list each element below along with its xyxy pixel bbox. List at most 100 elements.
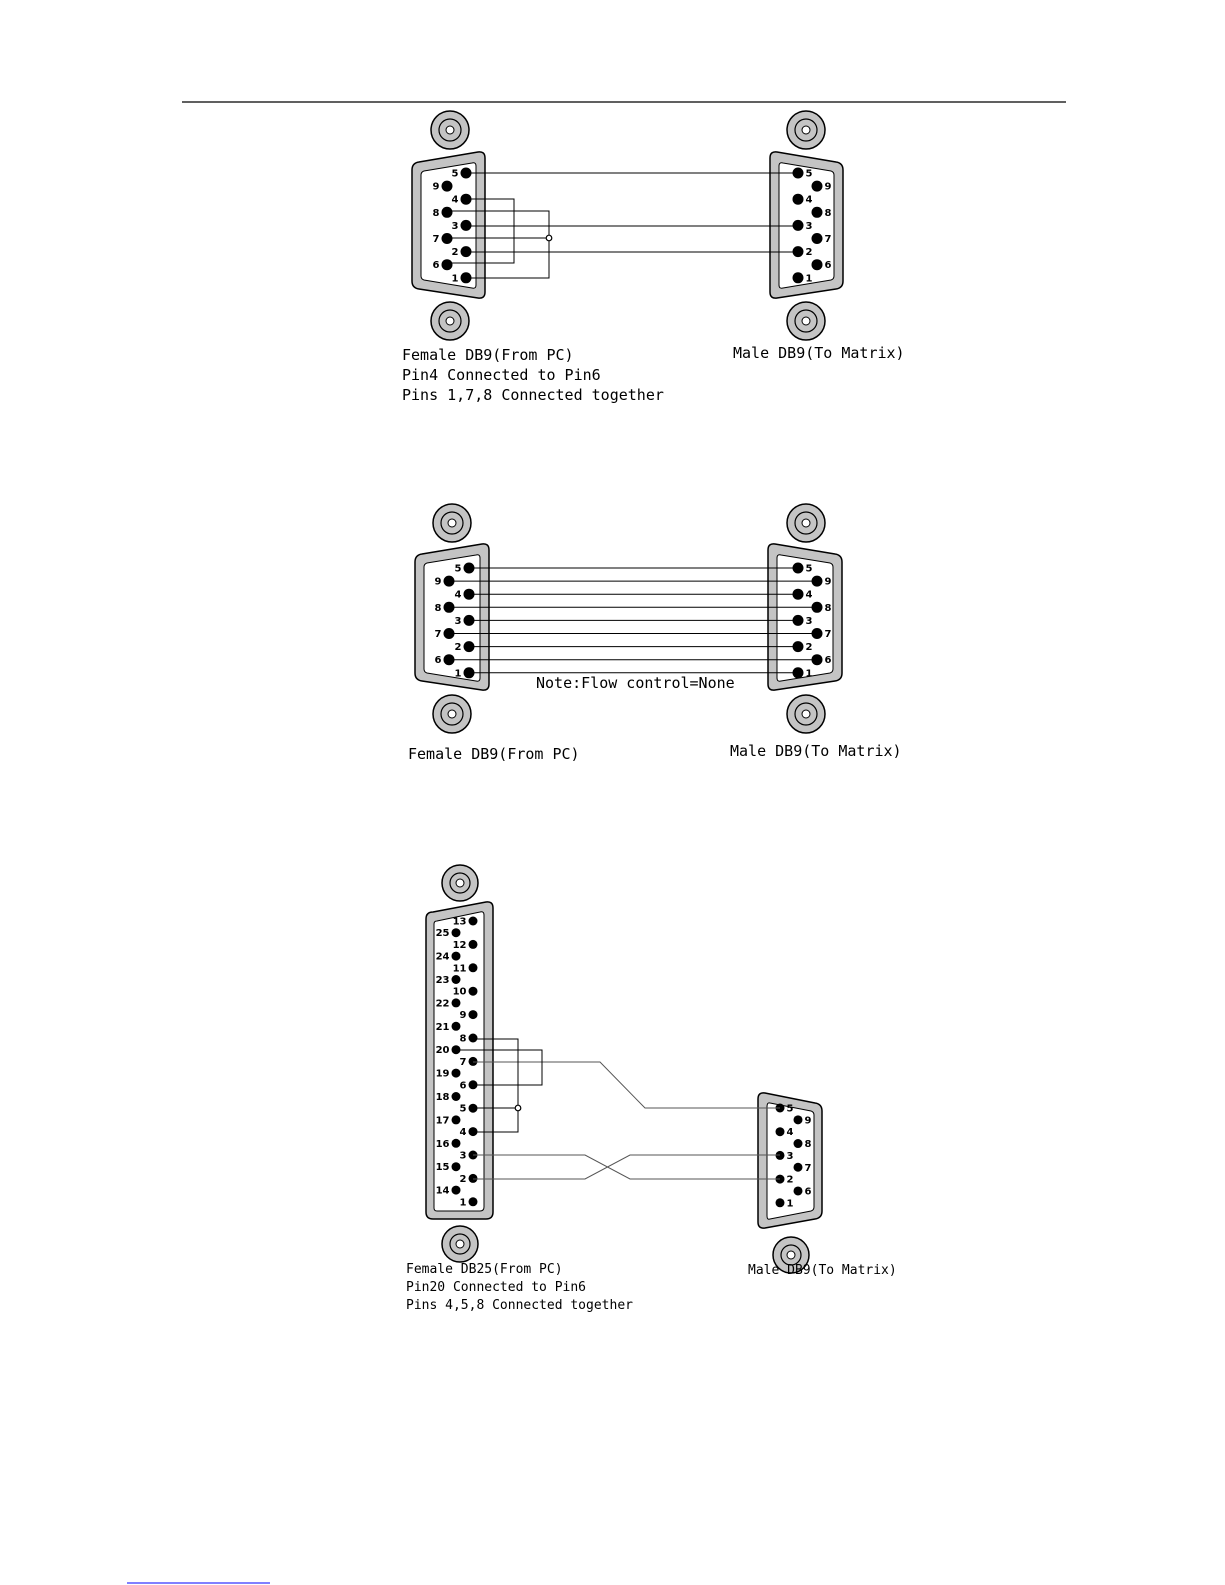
pin-label: 1 (787, 1198, 794, 1209)
pin-label: 3 (806, 616, 813, 627)
pin-male-8: 8 (811, 206, 832, 219)
pin-label: 18 (436, 1092, 450, 1103)
pin-db25-20: 20 (436, 1045, 461, 1056)
pin-label: 8 (825, 603, 832, 614)
pin-label: 3 (452, 221, 459, 232)
pin-db25-15: 15 (436, 1162, 461, 1173)
pin-label: 1 (806, 668, 813, 679)
left-caption-line-2: Pin4 Connected to Pin6 (402, 366, 601, 384)
left-caption-line-1: Female DB9(From PC) (402, 346, 574, 364)
right-caption: Male DB9(To Matrix) (748, 1263, 897, 1278)
pin-db25-10: 10 (453, 986, 478, 998)
pin-db25-1: 1 (460, 1197, 478, 1208)
left-caption-line-2: Pin20 Connected to Pin6 (406, 1280, 586, 1295)
pin-label: 3 (455, 616, 462, 627)
pin-label: 7 (435, 629, 442, 640)
pin-label: 16 (436, 1139, 450, 1150)
wiring (447, 172, 798, 279)
pin-label: 2 (806, 247, 813, 258)
pin-male-6: 6 (793, 1186, 812, 1197)
pin-db25-25: 25 (436, 928, 461, 939)
pin-label: 4 (787, 1127, 794, 1138)
pin-label: 12 (453, 940, 467, 951)
pin-label: 7 (433, 234, 440, 245)
pin-label: 3 (787, 1151, 794, 1162)
pin-db25-11: 11 (453, 963, 478, 974)
pin-label: 2 (787, 1175, 794, 1186)
pin-female-3: 3 (452, 219, 472, 232)
screw-icon (430, 110, 470, 150)
female-db25-connector: 1325122411231022921820719618517416315214… (425, 864, 494, 1263)
pin-label: 4 (806, 590, 813, 601)
pin-male-4: 4 (775, 1127, 794, 1138)
pin-male-6: 6 (811, 259, 832, 271)
pin-female-8: 8 (433, 206, 453, 219)
pin-male-9: 9 (793, 1115, 812, 1126)
pin-label: 22 (436, 998, 450, 1009)
right-caption: Male DB9(To Matrix) (730, 742, 902, 760)
pin-db25-14: 14 (436, 1185, 461, 1197)
pin-male-9: 9 (811, 180, 832, 193)
pin-label: 19 (436, 1069, 450, 1080)
pin-label: 6 (825, 655, 832, 666)
pin-db25-21: 21 (436, 1021, 461, 1033)
pin-male-7: 7 (811, 233, 832, 245)
pin-label: 1 (455, 668, 462, 679)
pin-label: 8 (433, 208, 440, 219)
pin-db25-12: 12 (453, 939, 478, 951)
pin-label: 1 (460, 1197, 467, 1208)
screw-icon (786, 301, 826, 341)
pin-label: 2 (806, 642, 813, 653)
screw-icon (441, 1225, 479, 1263)
screw-icon (432, 694, 472, 734)
pin-label: 9 (433, 182, 440, 193)
pin-label: 20 (436, 1045, 450, 1056)
pin-label: 13 (453, 917, 467, 928)
wiring (457, 1038, 780, 1180)
screw-icon (786, 503, 826, 543)
left-caption-line-1: Female DB25(From PC) (406, 1262, 563, 1277)
pin-label: 9 (460, 1010, 467, 1021)
pin-label: 4 (455, 590, 462, 601)
pin-label: 8 (825, 208, 832, 219)
pin-male-7: 7 (793, 1162, 812, 1174)
pin-db25-7: 7 (460, 1056, 478, 1068)
pin-label: 7 (825, 629, 832, 640)
pin-label: 21 (436, 1022, 450, 1033)
pin-female-6: 6 (433, 259, 453, 271)
pin-label: 5 (806, 169, 813, 180)
pin-label: 24 (436, 952, 450, 963)
left-caption-line-3: Pins 1,7,8 Connected together (402, 386, 664, 404)
pin-label: 7 (825, 234, 832, 245)
pin-label: 1 (452, 273, 459, 284)
screw-icon (430, 301, 470, 341)
pin-db25-8: 8 (460, 1033, 478, 1045)
right-caption: Male DB9(To Matrix) (733, 344, 905, 362)
pin-label: 6 (435, 655, 442, 666)
flow-control-note: Note:Flow control=None (536, 674, 735, 692)
pin-male-3: 3 (792, 219, 813, 232)
screw-icon (772, 1236, 810, 1274)
pin-label: 6 (825, 260, 832, 271)
screw-icon (432, 503, 472, 543)
pin-db25-9: 9 (460, 1010, 478, 1021)
pin-db25-13: 13 (453, 916, 478, 928)
pin-label: 5 (787, 1104, 794, 1115)
pin-label: 5 (452, 169, 459, 180)
pin-label: 6 (460, 1080, 467, 1091)
pin-label: 17 (436, 1115, 450, 1126)
pin-label: 1 (806, 273, 813, 284)
pin-male-8: 8 (793, 1139, 812, 1150)
pin-label: 25 (436, 928, 450, 939)
pin-label: 11 (453, 963, 467, 974)
diagram-3: 1325122411231022921820719618517416315214… (406, 864, 897, 1313)
pin-db25-19: 19 (436, 1068, 461, 1080)
pin-label: 9 (825, 182, 832, 193)
pin-label: 7 (460, 1057, 467, 1068)
